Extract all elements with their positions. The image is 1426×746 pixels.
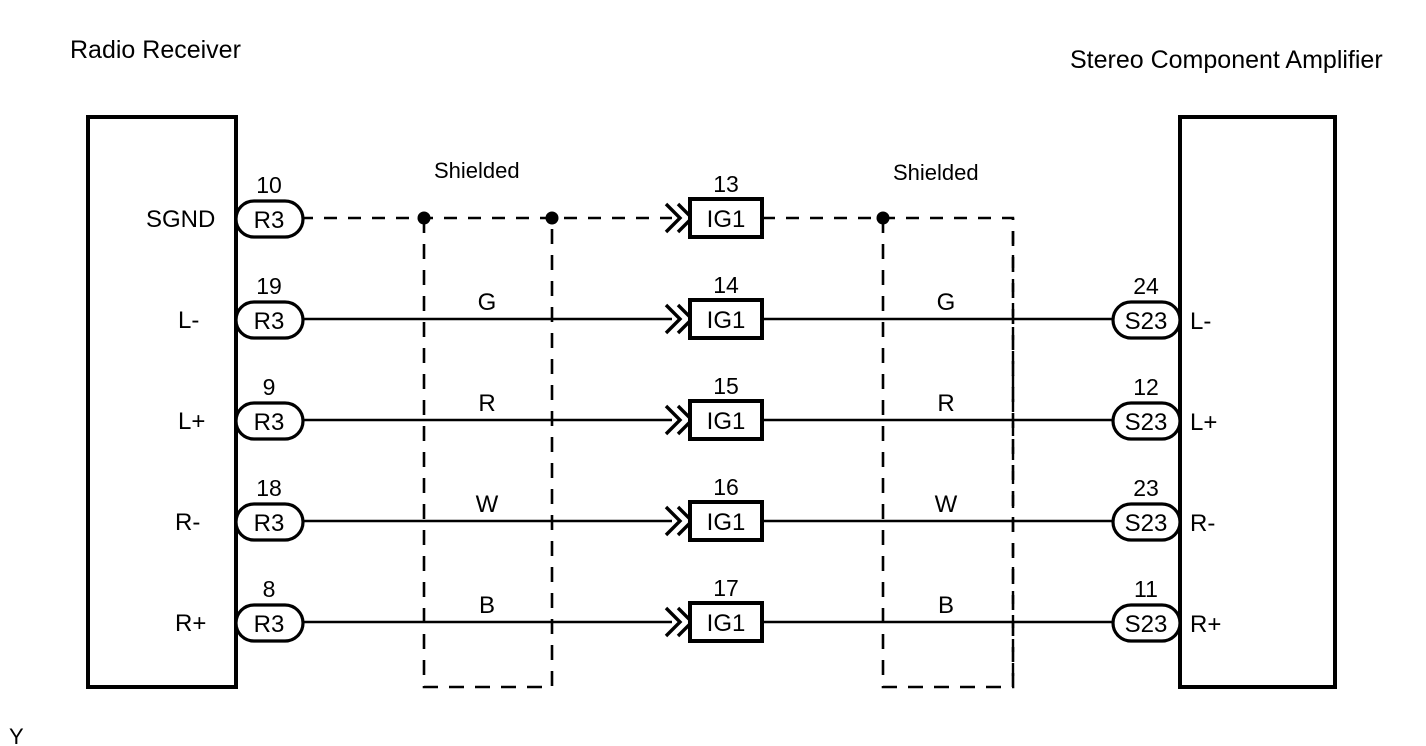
stereo-amplifier-box	[1178, 115, 1337, 689]
row-r-minus: R- IG1 16 R3 18 S23 23 R- W W	[175, 474, 1215, 542]
connector-mid-code-1: IG1	[707, 307, 746, 334]
connector-right-code-3: S23	[1125, 510, 1168, 537]
junction-dot-0b	[545, 211, 559, 225]
row-sgnd: SGND IG1 13 R3 10	[146, 171, 1015, 687]
connector-left-0[interactable]	[234, 199, 305, 239]
connector-mid-code-0: IG1	[707, 206, 746, 233]
pin-number-mid-3: 16	[713, 474, 739, 500]
connector-right-4[interactable]	[1111, 603, 1182, 643]
wire-color-right-3: W	[935, 491, 958, 518]
connector-left-code-1: R3	[254, 308, 285, 335]
connector-right-code-1: S23	[1125, 308, 1168, 335]
connector-right-code-4: S23	[1125, 611, 1168, 638]
junction-dot-0a	[417, 211, 431, 225]
connector-left-3[interactable]	[234, 502, 305, 542]
radio-receiver-box	[86, 115, 238, 689]
connector-left-code-3: R3	[254, 510, 285, 537]
shield-enclosure-left	[422, 218, 554, 689]
pin-number-right-4: 11	[1134, 576, 1158, 602]
connector-right-2[interactable]	[1111, 401, 1182, 441]
signal-label-right-4: R+	[1190, 611, 1221, 638]
connector-mid-code-3: IG1	[707, 509, 746, 536]
connector-right-1[interactable]	[1111, 300, 1182, 340]
signal-label-right-1: L-	[1190, 308, 1211, 335]
signal-label-left-1: L-	[178, 307, 199, 334]
wire-color-left-3: W	[476, 491, 499, 518]
pin-number-left-2: 9	[263, 374, 276, 400]
connector-left-1[interactable]	[234, 300, 305, 340]
wire-segment-right-0	[762, 216, 1015, 687]
wire-color-left-4: B	[479, 592, 495, 619]
row-l-minus: L- IG1 14 R3 19 S23 24 L- G G	[178, 272, 1211, 340]
connector-mid-3[interactable]	[688, 500, 764, 542]
wire-color-left-2: R	[478, 390, 495, 417]
connector-left-4[interactable]	[234, 603, 305, 643]
shield-label-right: Shielded	[893, 160, 979, 185]
signal-label-left-4: R+	[175, 610, 206, 637]
wire-color-right-4: B	[938, 592, 954, 619]
pin-number-left-1: 19	[256, 273, 282, 299]
pin-number-mid-0: 13	[713, 171, 739, 197]
pin-number-right-3: 23	[1133, 475, 1159, 501]
pin-number-left-4: 8	[263, 576, 276, 602]
wire-color-right-2: R	[937, 390, 954, 417]
connector-left-code-2: R3	[254, 409, 285, 436]
connector-right-code-2: S23	[1125, 409, 1168, 436]
shield-label-left: Shielded	[434, 158, 520, 183]
pin-number-left-0: 10	[256, 172, 282, 198]
wire-color-left-1: G	[478, 289, 497, 316]
connector-left-code-4: R3	[254, 611, 285, 638]
connector-mid-1[interactable]	[688, 298, 764, 340]
pin-number-right-2: 12	[1133, 374, 1159, 400]
signal-label-left-2: L+	[178, 408, 205, 435]
pin-number-left-3: 18	[256, 475, 282, 501]
connector-mid-4[interactable]	[688, 601, 764, 643]
wire-color-right-1: G	[937, 289, 956, 316]
pin-number-right-1: 24	[1133, 273, 1159, 299]
page-title-right: Stereo Component Amplifier	[1070, 46, 1383, 74]
connector-left-code-0: R3	[254, 207, 285, 234]
pin-number-mid-1: 14	[713, 272, 739, 298]
signal-label-left-0: SGND	[146, 206, 215, 233]
pin-number-mid-4: 17	[713, 575, 739, 601]
row-l-plus: L+ IG1 15 R3 9 S23 12 L+ R R	[178, 373, 1217, 441]
corner-note: Y	[9, 724, 24, 746]
pin-number-mid-2: 15	[713, 373, 739, 399]
connector-mid-code-2: IG1	[707, 408, 746, 435]
connector-mid-code-4: IG1	[707, 610, 746, 637]
signal-label-right-2: L+	[1190, 409, 1217, 436]
junction-dot-0c	[876, 211, 890, 225]
page-title-left: Radio Receiver	[70, 36, 241, 64]
signal-label-right-3: R-	[1190, 510, 1215, 537]
row-r-plus: R+ IG1 17 R3 8 S23 11 R+ B B	[175, 575, 1221, 643]
connector-mid-2[interactable]	[688, 399, 764, 441]
signal-label-left-3: R-	[175, 509, 200, 536]
connector-right-3[interactable]	[1111, 502, 1182, 542]
connector-left-2[interactable]	[234, 401, 305, 441]
